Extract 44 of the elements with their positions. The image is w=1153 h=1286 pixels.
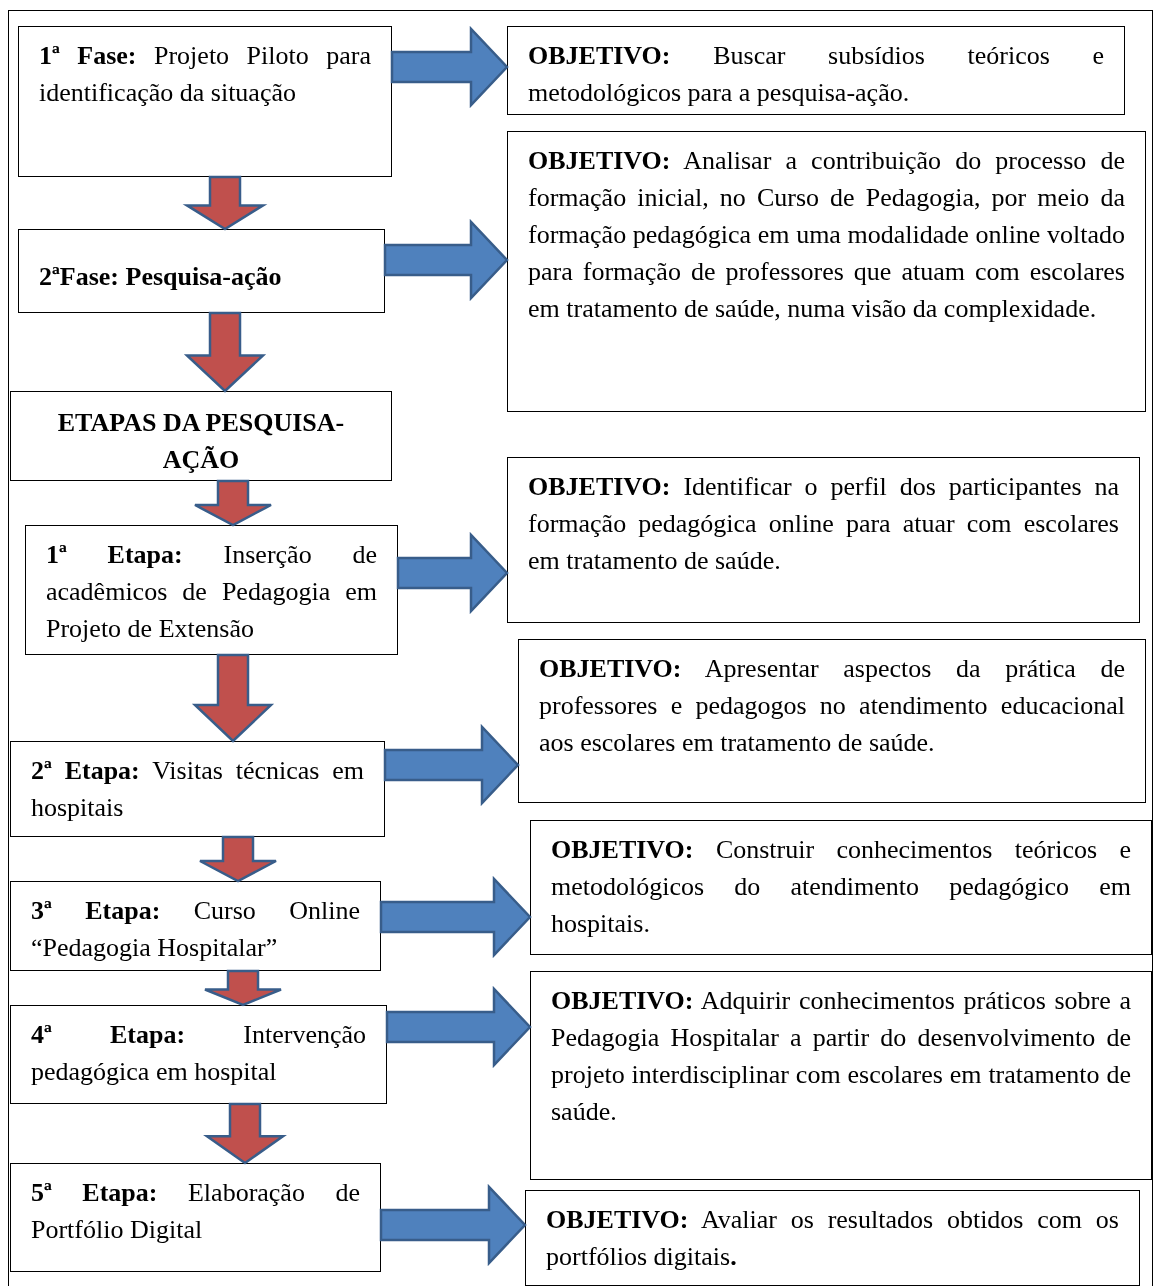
box-text: 2ªFase: Pesquisa-ação	[39, 260, 283, 293]
box-text: 4ª Etapa: Intervenção pedagógica em hospital	[31, 1019, 366, 1088]
block-arrow	[383, 723, 520, 807]
box-text: OBJETIVO: Avaliar os resultados obtidos com os portfólios digitais.	[546, 1204, 1119, 1273]
box-text: OBJETIVO: Apresentar aspectos da prática de professores e pedagogos no atendimento educacional aos escolares em tratamento de saúde.	[539, 653, 1125, 759]
box-text: 1ª Fase: Projeto Piloto para identificação da situação	[39, 40, 371, 109]
block-arrow	[396, 531, 509, 615]
block-arrow	[183, 311, 267, 393]
block-arrow	[191, 653, 275, 743]
box-text: OBJETIVO: Buscar subsídios teóricos e metodológicos para a pesquisa-ação.	[528, 40, 1104, 109]
text-box	[18, 26, 392, 177]
box-text: OBJETIVO: Construir conhecimentos teóricos e metodológicos do atendimento pedagógico em hospitais.	[551, 834, 1131, 940]
block-arrow	[385, 985, 532, 1069]
box-text: OBJETIVO: Analisar a contribuição do processo de formação inicial, no Curso de Pedagogia, por meio da formação pedagógica em uma modalidade online voltado para formação de professores que atuam com escolares em tratamento de saúde, numa visão da complexidade.	[528, 145, 1125, 325]
box-text: 3ª Etapa: Curso Online “Pedagogia Hospitalar”	[31, 895, 360, 964]
box-text: 1ª Etapa: Inserção de acadêmicos de Pedagogia em Projeto de Extensão	[46, 539, 377, 645]
text-box	[518, 639, 1146, 803]
text-box	[25, 525, 398, 655]
block-arrow	[383, 218, 509, 302]
block-arrow	[203, 1102, 287, 1165]
block-arrow	[379, 875, 532, 959]
block-arrow	[193, 479, 273, 527]
text-box	[507, 131, 1146, 412]
box-text: OBJETIVO: Identificar o perfil dos participantes na formação pedagógica online para atuar com escolares em tratamento de saúde.	[528, 471, 1119, 577]
box-text: 2ª Etapa: Visitas técnicas em hospitais	[31, 755, 364, 824]
text-box	[530, 971, 1152, 1180]
text-box	[10, 1005, 387, 1104]
box-text: OBJETIVO: Adquirir conhecimentos práticos sobre a Pedagogia Hospitalar a partir do desenvolvimento de projeto interdisciplinar com escolares em tratamento de saúde.	[551, 985, 1131, 1128]
block-arrow	[182, 175, 268, 231]
block-arrow	[203, 969, 283, 1007]
text-box	[10, 391, 392, 481]
text-box	[525, 1190, 1140, 1286]
text-box	[10, 1163, 381, 1272]
text-box	[10, 881, 381, 971]
heading-text: ETAPAS DA PESQUISA-AÇÃO	[56, 407, 346, 476]
block-arrow	[379, 1183, 527, 1267]
block-arrow	[390, 25, 509, 109]
block-arrow	[198, 835, 278, 883]
text-box	[18, 229, 385, 313]
text-box	[507, 457, 1140, 623]
text-box	[530, 820, 1152, 955]
text-box	[507, 26, 1125, 115]
box-text: 5ª Etapa: Elaboração de Portfólio Digital	[31, 1177, 360, 1246]
text-box	[10, 741, 385, 837]
